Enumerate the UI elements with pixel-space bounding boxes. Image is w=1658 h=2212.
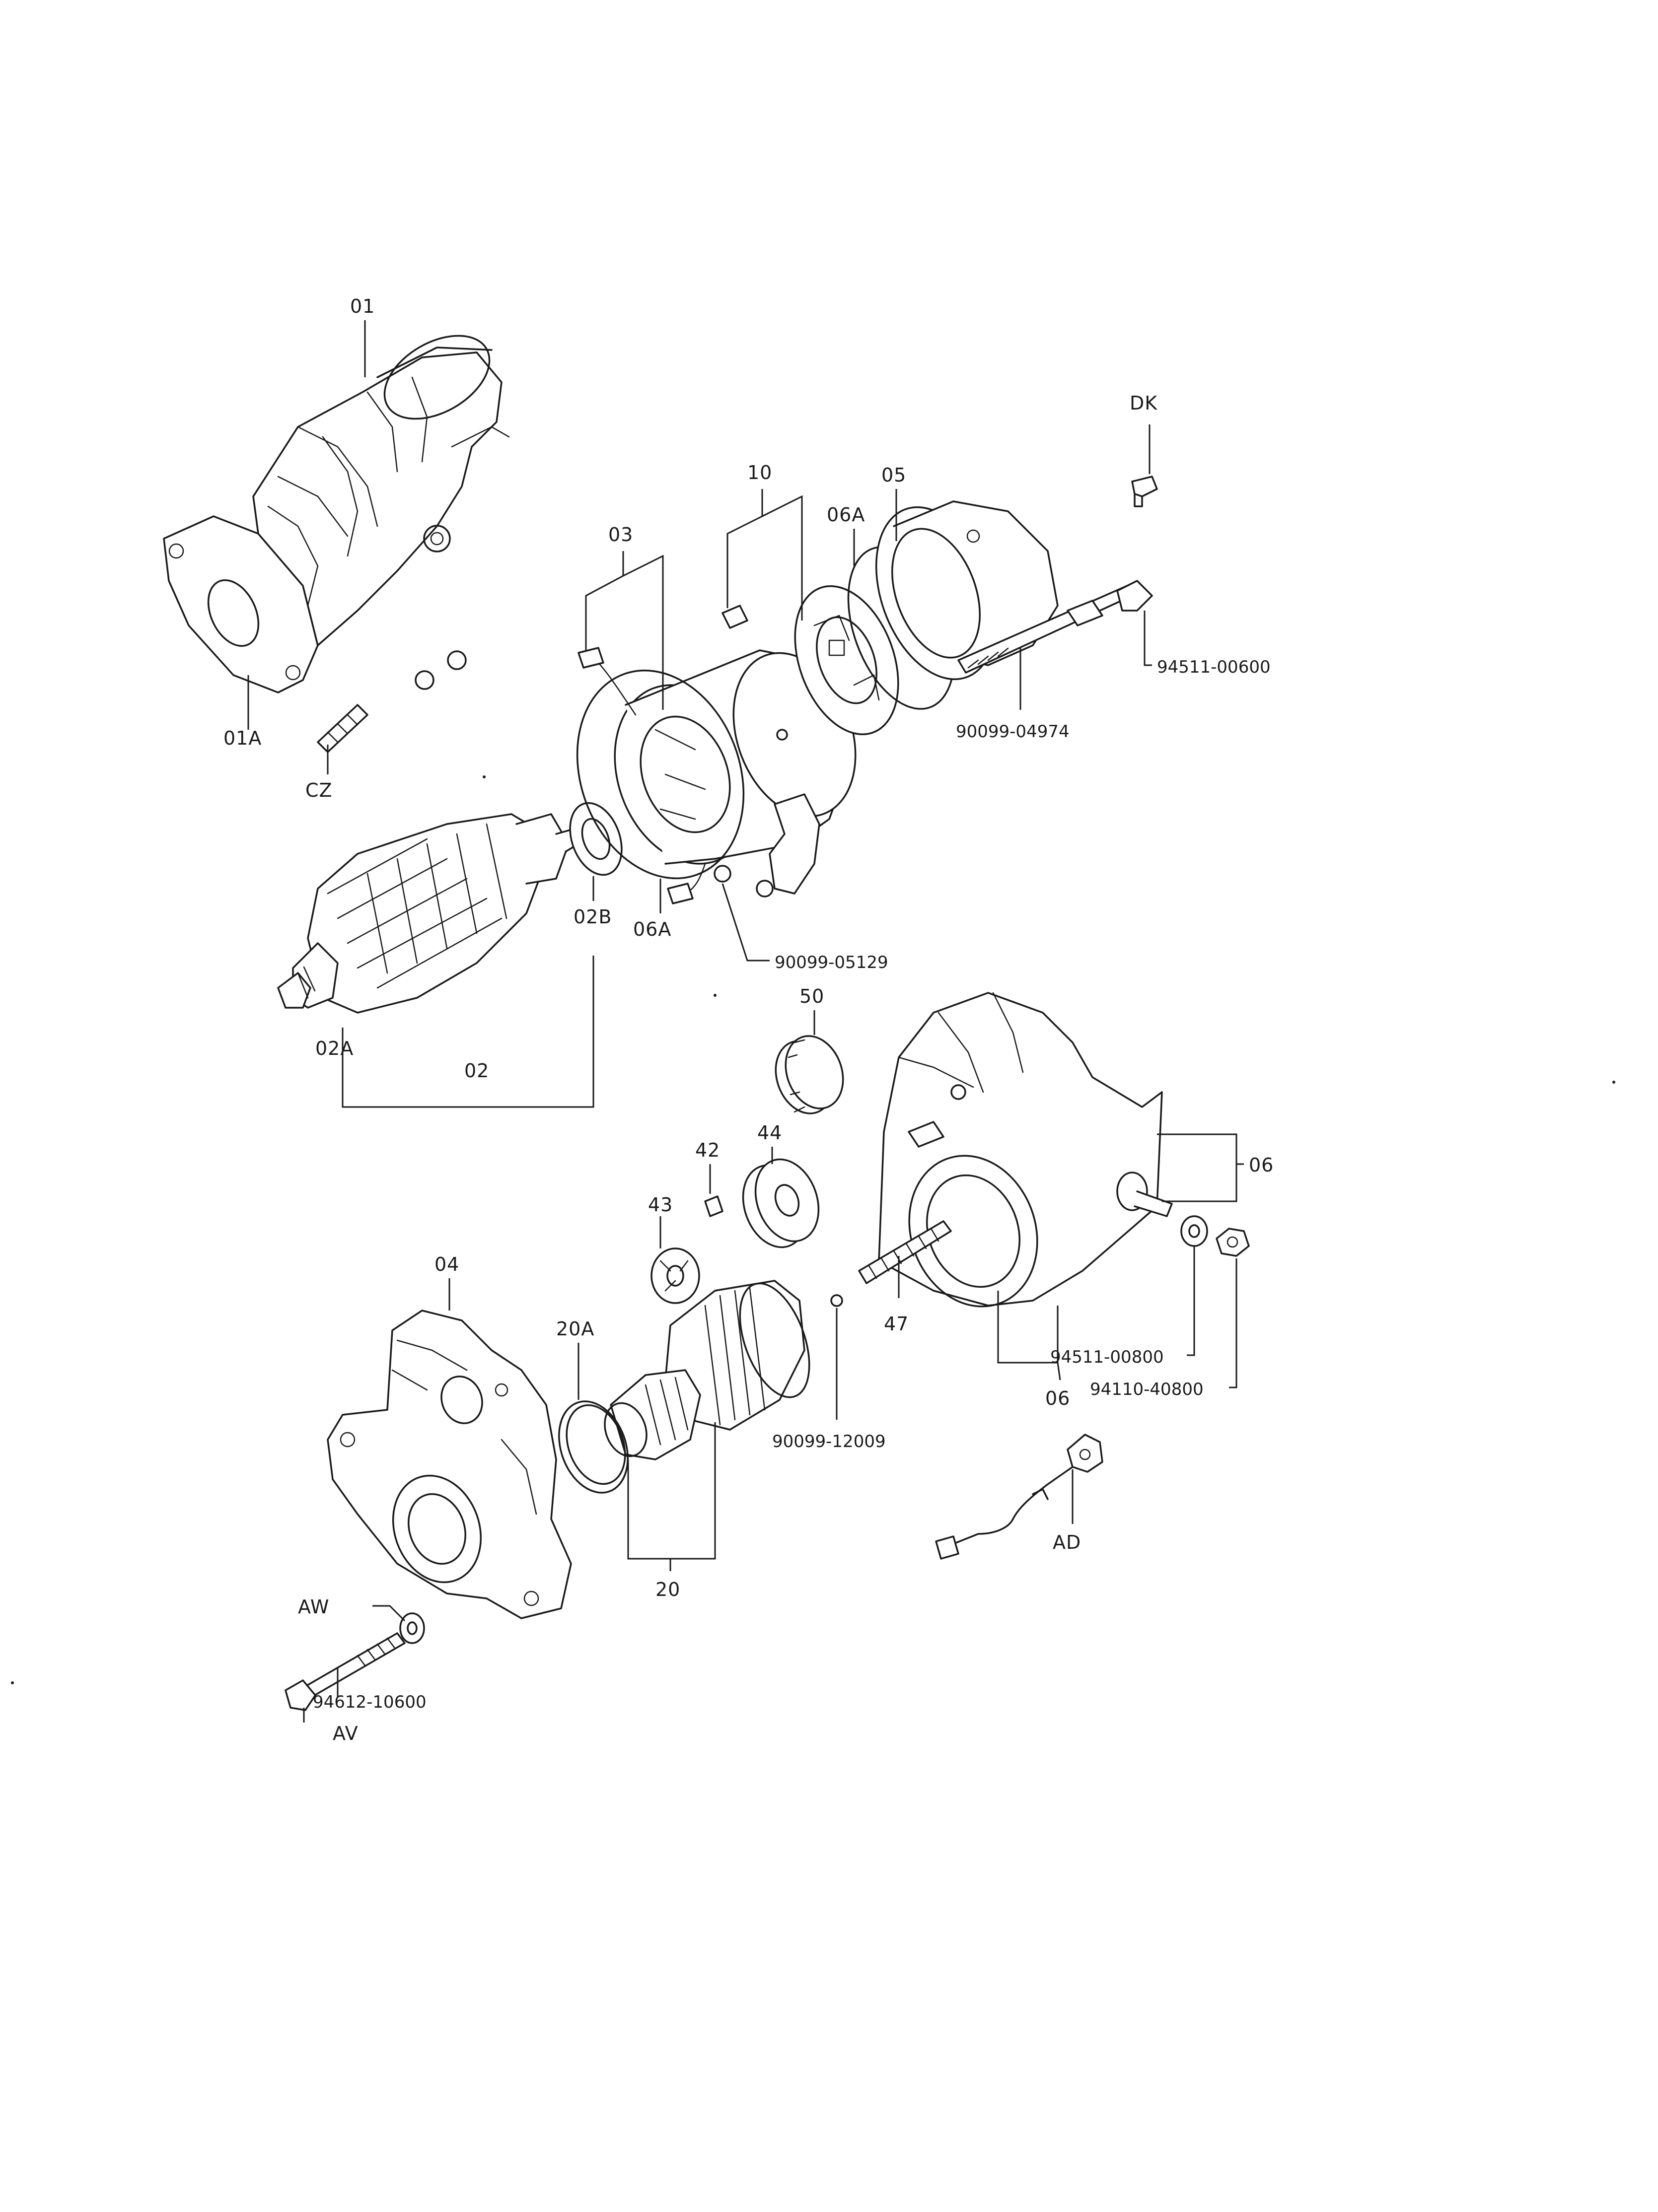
part-44-gear xyxy=(742,1158,820,1248)
label-AW: AW xyxy=(298,1596,330,1618)
part-AD-wire-lead xyxy=(935,1434,1103,1560)
part-20-clutch xyxy=(604,1280,810,1460)
part-42-pin xyxy=(704,1195,723,1217)
part-04-drive-housing xyxy=(327,1310,572,1619)
part-DK-screw xyxy=(1131,476,1158,507)
label-02A: 02A xyxy=(315,1037,354,1059)
part-50-gear xyxy=(775,1035,844,1114)
label-50: 50 xyxy=(799,985,824,1007)
label-94511-00800: 94511-00800 xyxy=(1050,1347,1164,1367)
part-02B-bearing xyxy=(569,802,623,876)
label-44: 44 xyxy=(757,1122,782,1144)
label-06-bottom: 06 xyxy=(1045,1387,1070,1409)
bolt-94612-10600 xyxy=(285,1632,406,1711)
label-03: 03 xyxy=(608,524,633,546)
label-94612-10600: 94612-10600 xyxy=(313,1692,427,1712)
part-47-spring xyxy=(858,1220,952,1284)
label-20A: 20A xyxy=(556,1318,594,1340)
label-90099-05129: 90099-05129 xyxy=(775,953,888,972)
label-94511-00600: 94511-00600 xyxy=(1157,657,1271,677)
label-06A-bottom: 06A xyxy=(633,918,671,940)
label-20: 20 xyxy=(655,1579,680,1600)
label-01: 01 xyxy=(350,295,375,317)
label-CZ: CZ xyxy=(305,779,333,801)
label-04: 04 xyxy=(434,1253,459,1275)
part-06-magnetic-switch xyxy=(878,992,1173,1308)
part-AW-washer xyxy=(399,1612,425,1644)
leader-lines xyxy=(247,320,1244,1723)
part-20A-snap-ring xyxy=(558,1400,629,1494)
label-DK: DK xyxy=(1130,392,1157,414)
label-02B: 02B xyxy=(574,906,612,928)
label-05: 05 xyxy=(881,464,906,486)
part-labels: 01 01A CZ DK 03 10 05 06A 94511-00600 90… xyxy=(223,295,1274,1744)
label-47: 47 xyxy=(884,1313,909,1335)
ball-90099-12009 xyxy=(830,1294,843,1307)
label-02: 02 xyxy=(464,1060,489,1082)
part-43-retainer xyxy=(650,1247,700,1304)
label-AD: AD xyxy=(1053,1531,1081,1553)
nut-94110-40800 xyxy=(1216,1228,1250,1257)
label-06A-top: 06A xyxy=(827,504,865,526)
label-42: 42 xyxy=(695,1139,720,1161)
part-10-brush-holder xyxy=(721,585,899,735)
part-06A-lower-oring xyxy=(576,669,745,880)
part-01-starter-assembly xyxy=(163,335,510,753)
label-06-right: 06 xyxy=(1249,1154,1274,1176)
label-94110-40800: 94110-40800 xyxy=(1090,1380,1204,1399)
label-90099-04974: 90099-04974 xyxy=(956,722,1070,742)
label-90099-12009: 90099-12009 xyxy=(772,1432,886,1452)
part-05-end-frame xyxy=(875,500,1059,681)
scan-specks xyxy=(11,775,1615,1684)
label-43: 43 xyxy=(648,1194,673,1216)
label-AV: AV xyxy=(333,1723,359,1744)
part-02-armature xyxy=(277,813,579,1014)
through-bolts xyxy=(957,580,1153,674)
washer-94511-00800 xyxy=(1180,1215,1208,1247)
label-01A: 01A xyxy=(223,727,262,749)
label-10: 10 xyxy=(747,462,772,484)
